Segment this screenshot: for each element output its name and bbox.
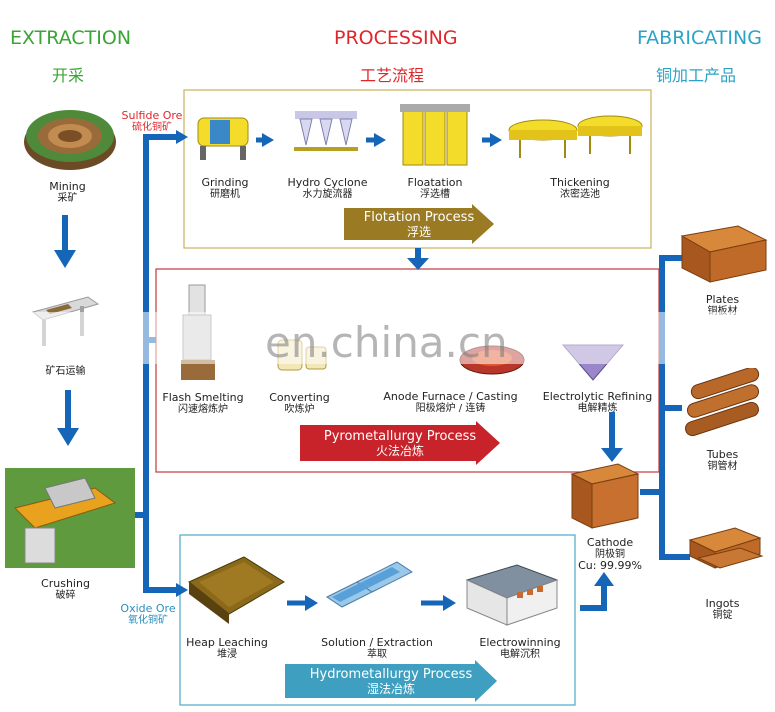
ore-transport-label-cn: 矿石运输 (45, 366, 86, 377)
pyro-process-banner: Pyrometallurgy Process 火法冶炼 (300, 421, 500, 465)
flotation-banner-cn: 浮选 (406, 225, 431, 239)
watermark-text: en.china.cn (265, 318, 508, 367)
sulfide-ore-label-cn: 硫化铜矿 (132, 122, 172, 133)
pyro-step-anode-furnace: Anode Furnace / Casting (383, 390, 518, 403)
mining-pit-illustration (24, 110, 116, 170)
pyro-step-electrolytic-refining-cn: 电解精炼 (577, 403, 618, 414)
product-plates-label: Plates (705, 293, 740, 306)
hydro-step-heap-leaching: Heap Leaching (186, 636, 268, 649)
hydro-banner-en: Hydrometallurgy Process (309, 667, 473, 682)
thickening-illustration (508, 115, 643, 158)
processing-header-cn: 工艺流程 (360, 66, 425, 85)
hydro-box (179, 534, 576, 706)
product-ingots-label: Ingots (705, 597, 740, 610)
flotation-process-banner: Flotation Process 浮选 (344, 204, 494, 244)
pyro-step-converting-cn: 吹炼炉 (284, 404, 315, 415)
flotation-step-grinding: Grinding (201, 176, 249, 189)
cathode-label: Cathode (586, 536, 634, 549)
extraction-header: EXTRACTION (10, 27, 132, 49)
hydro-step-heap-leaching-cn: 堆浸 (217, 649, 237, 660)
cathode-label-cn: 阴极铜 (595, 549, 625, 560)
crushing-label-cn: 破碎 (55, 590, 76, 601)
sulfide-ore-label: Sulfide Ore (121, 109, 183, 122)
plates-illustration (680, 225, 768, 283)
flotation-step-floatation-cn: 浮选槽 (420, 189, 450, 200)
pyro-step-converting: Converting (269, 391, 330, 404)
flotation-banner-en: Flotation Process (363, 210, 475, 225)
mining-label: Mining (49, 180, 86, 193)
hydro-process-banner: Hydrometallurgy Process 湿法冶炼 (285, 660, 497, 702)
fabricating-header: FABRICATING (637, 27, 762, 49)
watermark-band (0, 312, 775, 364)
pyro-step-flash-smelting: Flash Smelting (162, 391, 244, 404)
pyro-banner-en: Pyrometallurgy Process (323, 429, 477, 444)
cathode-purity: Cu: 99.99% (578, 559, 642, 572)
pyro-banner-cn: 火法冶炼 (375, 444, 424, 458)
product-tubes-label-cn: 铜管材 (707, 461, 738, 472)
mining-label-cn: 采矿 (57, 193, 78, 204)
product-plates-label-cn: 铜板材 (685, 305, 760, 318)
processing-header: PROCESSING (334, 27, 458, 49)
hydro-step-electrowinning: Electrowinning (479, 636, 561, 649)
flotation-step-floatation: Floatation (407, 176, 463, 189)
cathode-illustration (570, 463, 640, 529)
crushing-label: Crushing (41, 577, 90, 590)
solution-extraction-illustration (326, 561, 413, 608)
pyro-step-electrolytic-refining: Electrolytic Refining (542, 390, 653, 403)
flotation-step-thickening-cn: 浓密选池 (560, 189, 600, 200)
pyro-step-flash-smelting-cn: 闪速熔炼炉 (178, 404, 228, 415)
ingots-illustration (688, 527, 764, 569)
hydro-cyclone-illustration (294, 111, 358, 151)
extraction-header-cn: 开采 (52, 66, 85, 85)
hydro-step-solution-extraction: Solution / Extraction (321, 636, 433, 649)
hydro-step-electrowinning-cn: 电解沉积 (500, 649, 540, 660)
tubes-illustration (685, 368, 760, 437)
product-tubes-label: Tubes (706, 448, 739, 461)
fabricating-header-cn: 铜加工产品 (656, 66, 737, 85)
flotation-step-hydro-cyclone: Hydro Cyclone (287, 176, 368, 189)
oxide-ore-label-cn: 氧化铜矿 (128, 615, 168, 626)
grinding-illustration (197, 117, 249, 160)
floatation-illustration (400, 104, 470, 166)
flotation-step-thickening: Thickening (550, 176, 610, 189)
hydro-banner-cn: 湿法冶炼 (366, 682, 415, 696)
oxide-ore-label: Oxide Ore (120, 602, 176, 615)
flotation-step-grinding-cn: 研磨机 (210, 189, 240, 200)
hydro-step-solution-extraction-cn: 萃取 (367, 649, 387, 660)
flotation-step-hydro-cyclone-cn: 水力旋流器 (302, 189, 353, 200)
crushing-illustration (5, 468, 135, 568)
product-ingots-label-cn: 铜锭 (712, 610, 733, 621)
electrowinning-illustration (465, 564, 559, 626)
pyro-step-anode-furnace-cn: 阳极熔炉 / 连铸 (415, 403, 486, 414)
heap-leaching-illustration (188, 556, 285, 624)
